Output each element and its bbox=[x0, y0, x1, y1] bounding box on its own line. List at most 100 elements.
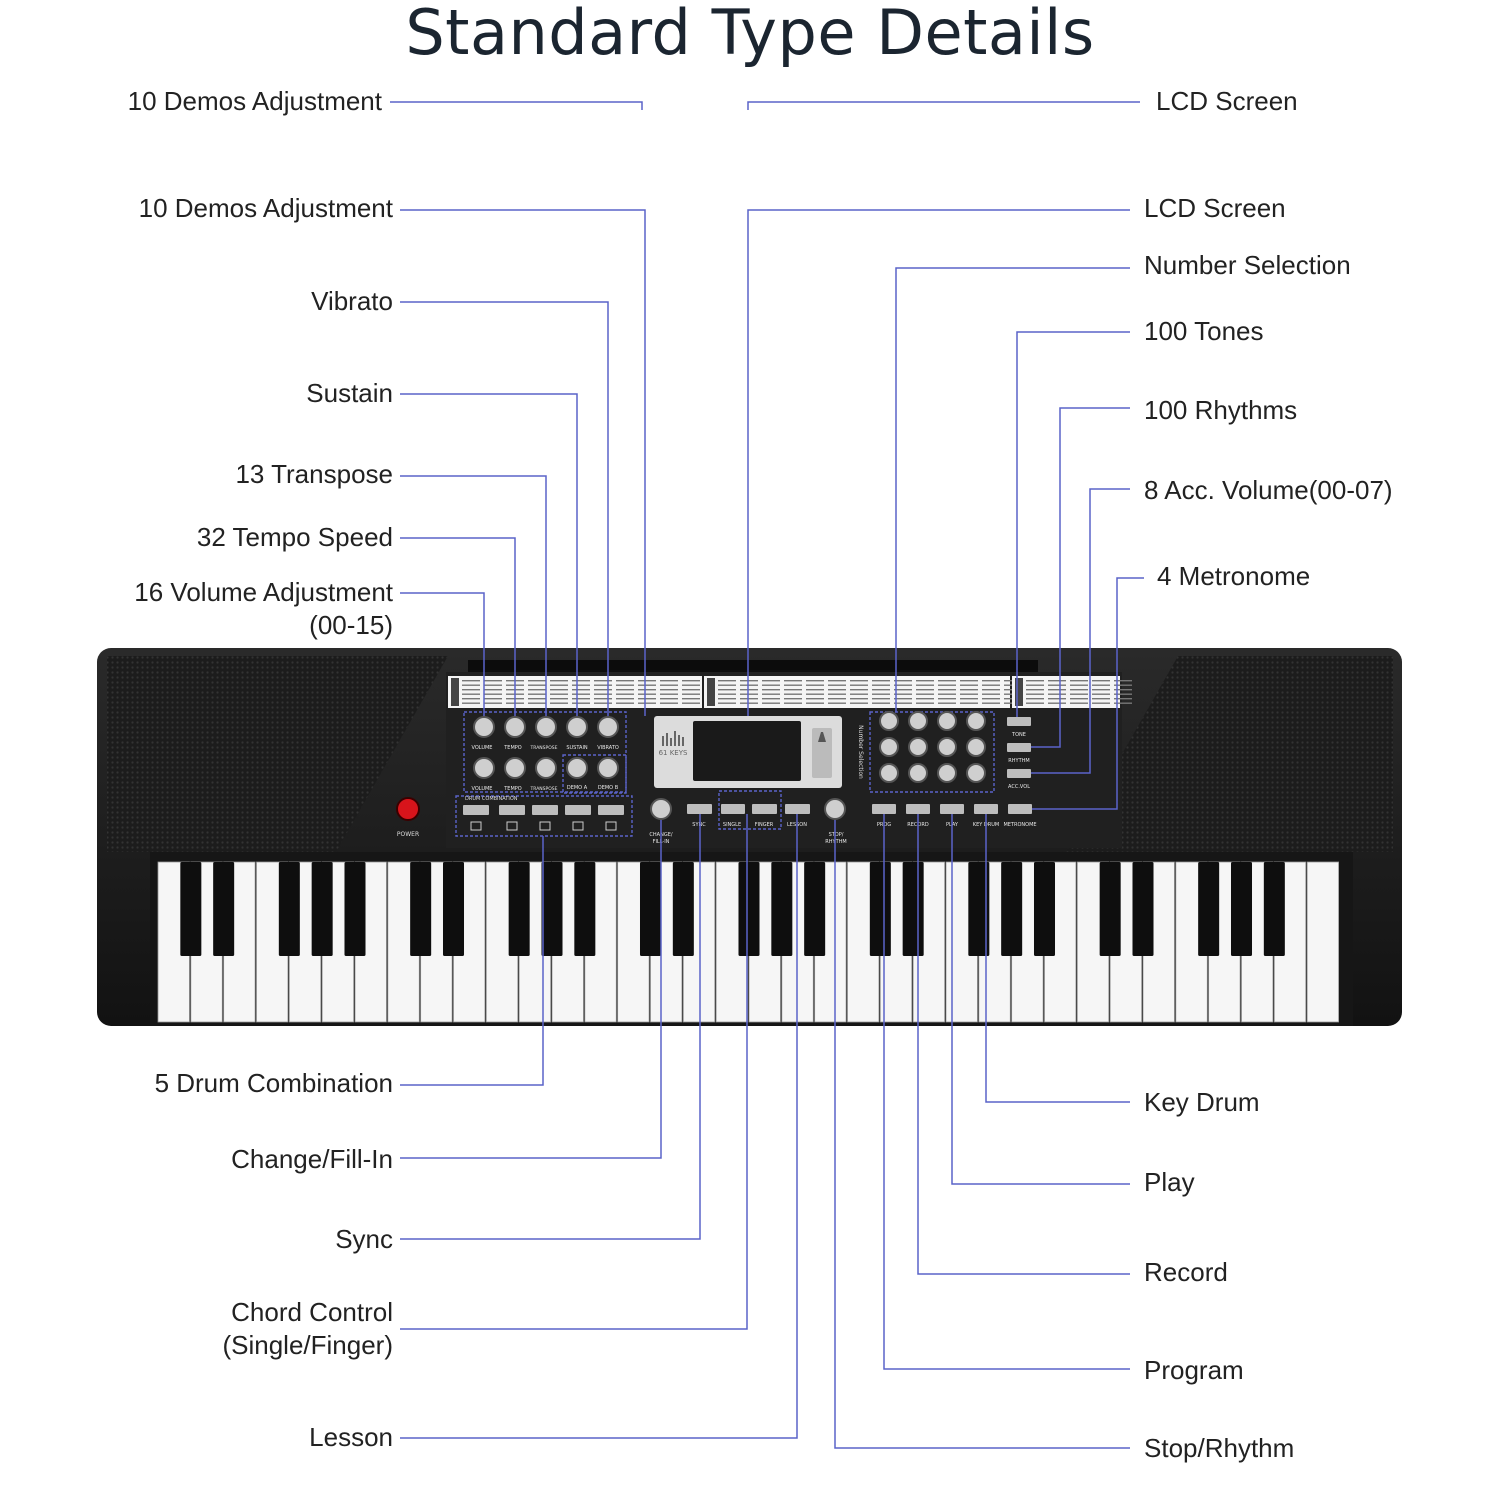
number-key[interactable] bbox=[966, 711, 986, 731]
black-key[interactable] bbox=[508, 862, 530, 956]
demo-a-button[interactable] bbox=[566, 757, 588, 779]
chart-text-line bbox=[1092, 702, 1110, 704]
number-key[interactable] bbox=[879, 763, 899, 783]
leader-line bbox=[883, 814, 1130, 1370]
drum-pad-icon bbox=[539, 821, 551, 831]
stop-rhythm-button[interactable] bbox=[824, 798, 846, 820]
black-key[interactable] bbox=[442, 862, 465, 956]
sync-button[interactable] bbox=[687, 804, 712, 814]
black-key[interactable] bbox=[344, 862, 366, 956]
number-key[interactable] bbox=[966, 763, 986, 783]
play-button[interactable] bbox=[940, 804, 964, 814]
number-key[interactable] bbox=[937, 737, 957, 757]
demo-b-button[interactable] bbox=[597, 757, 619, 779]
drum-pad-1[interactable] bbox=[463, 805, 489, 815]
record-button[interactable] bbox=[906, 804, 930, 814]
chart-text-line bbox=[638, 680, 656, 682]
chart-text-line bbox=[960, 693, 978, 695]
transpose-up-button[interactable] bbox=[535, 716, 557, 738]
tone-button[interactable] bbox=[1007, 717, 1031, 726]
transpose-down-button[interactable] bbox=[535, 757, 557, 779]
tempo-up-button[interactable] bbox=[504, 716, 526, 738]
leader-line bbox=[400, 301, 609, 716]
lcd-screen: 61 KEYS bbox=[654, 716, 842, 788]
black-key[interactable] bbox=[311, 862, 333, 956]
black-key[interactable] bbox=[278, 862, 300, 956]
chart-text-line bbox=[872, 684, 890, 686]
number-key[interactable] bbox=[879, 737, 899, 757]
number-key[interactable] bbox=[879, 711, 899, 731]
chart-text-line bbox=[1114, 702, 1132, 704]
black-key[interactable] bbox=[639, 862, 662, 956]
chart-text-line bbox=[594, 689, 612, 691]
number-key[interactable] bbox=[937, 763, 957, 783]
chart-text-line bbox=[718, 702, 736, 704]
chart-text-line bbox=[916, 684, 934, 686]
chart-text-line bbox=[1070, 689, 1088, 691]
label-tempo-speed: 32 Tempo Speed bbox=[196, 522, 393, 552]
prog-button[interactable] bbox=[872, 804, 896, 814]
number-key[interactable] bbox=[908, 711, 928, 731]
black-key[interactable] bbox=[968, 862, 990, 956]
chart-text-line bbox=[660, 698, 678, 700]
black-key[interactable] bbox=[541, 862, 563, 956]
chart-text-line bbox=[616, 698, 634, 700]
black-key[interactable] bbox=[180, 862, 202, 956]
power-button[interactable] bbox=[396, 797, 420, 821]
black-key[interactable] bbox=[1198, 862, 1220, 956]
black-key[interactable] bbox=[1001, 862, 1023, 956]
drum-pad-2[interactable] bbox=[499, 805, 525, 815]
drum-pad-3[interactable] bbox=[532, 805, 558, 815]
vibrato-button[interactable] bbox=[597, 716, 619, 738]
finger-button[interactable] bbox=[752, 804, 777, 814]
chart-text-line bbox=[938, 702, 956, 704]
number-key[interactable] bbox=[908, 763, 928, 783]
single-button[interactable] bbox=[721, 804, 745, 814]
black-key[interactable] bbox=[869, 862, 891, 956]
white-key[interactable] bbox=[1306, 861, 1339, 1023]
chart-text-line bbox=[960, 684, 978, 686]
black-key[interactable] bbox=[902, 862, 924, 956]
chart-text-line bbox=[682, 689, 700, 691]
change-fill-in-button[interactable] bbox=[650, 798, 672, 820]
chart-text-line bbox=[550, 693, 568, 695]
drum-pad-5[interactable] bbox=[598, 805, 624, 815]
chart-text-line bbox=[916, 702, 934, 704]
volume-up-button[interactable] bbox=[473, 716, 495, 738]
black-key[interactable] bbox=[672, 862, 694, 956]
black-key[interactable] bbox=[410, 862, 432, 956]
black-key[interactable] bbox=[1230, 862, 1253, 956]
chart-text-line bbox=[528, 689, 546, 691]
chart-text-line bbox=[894, 702, 912, 704]
black-key[interactable] bbox=[1099, 862, 1121, 956]
number-key[interactable] bbox=[966, 737, 986, 757]
volume-down-button[interactable] bbox=[473, 757, 495, 779]
lesson-button[interactable] bbox=[785, 804, 810, 814]
black-key[interactable] bbox=[1132, 862, 1154, 956]
label-transpose: 13 Transpose bbox=[235, 459, 393, 489]
black-key[interactable] bbox=[213, 862, 235, 956]
chart-text-line bbox=[894, 680, 912, 682]
black-key[interactable] bbox=[574, 862, 596, 956]
rhythm-button[interactable] bbox=[1007, 743, 1031, 752]
number-key[interactable] bbox=[908, 737, 928, 757]
black-key[interactable] bbox=[1033, 862, 1056, 956]
number-key[interactable] bbox=[937, 711, 957, 731]
chart-text-line bbox=[1092, 684, 1110, 686]
chart-text-line bbox=[594, 702, 612, 704]
acc-vol-button[interactable] bbox=[1007, 769, 1031, 778]
black-key[interactable] bbox=[1263, 862, 1285, 956]
drum-pad-4[interactable] bbox=[565, 805, 591, 815]
black-key[interactable] bbox=[804, 862, 826, 956]
chart-text-line bbox=[784, 689, 802, 691]
drum-pad-icon bbox=[506, 821, 518, 831]
metronome-button[interactable] bbox=[1008, 804, 1032, 814]
drum-combination-tag: DRUM COMBINATION bbox=[465, 796, 518, 802]
tempo-down-button[interactable] bbox=[504, 757, 526, 779]
chart-text-line bbox=[762, 680, 780, 682]
black-key[interactable] bbox=[771, 862, 793, 956]
key-drum-button[interactable] bbox=[974, 804, 998, 814]
sustain-button[interactable] bbox=[566, 716, 588, 738]
black-key[interactable] bbox=[738, 862, 760, 956]
chart-text-line bbox=[850, 680, 868, 682]
